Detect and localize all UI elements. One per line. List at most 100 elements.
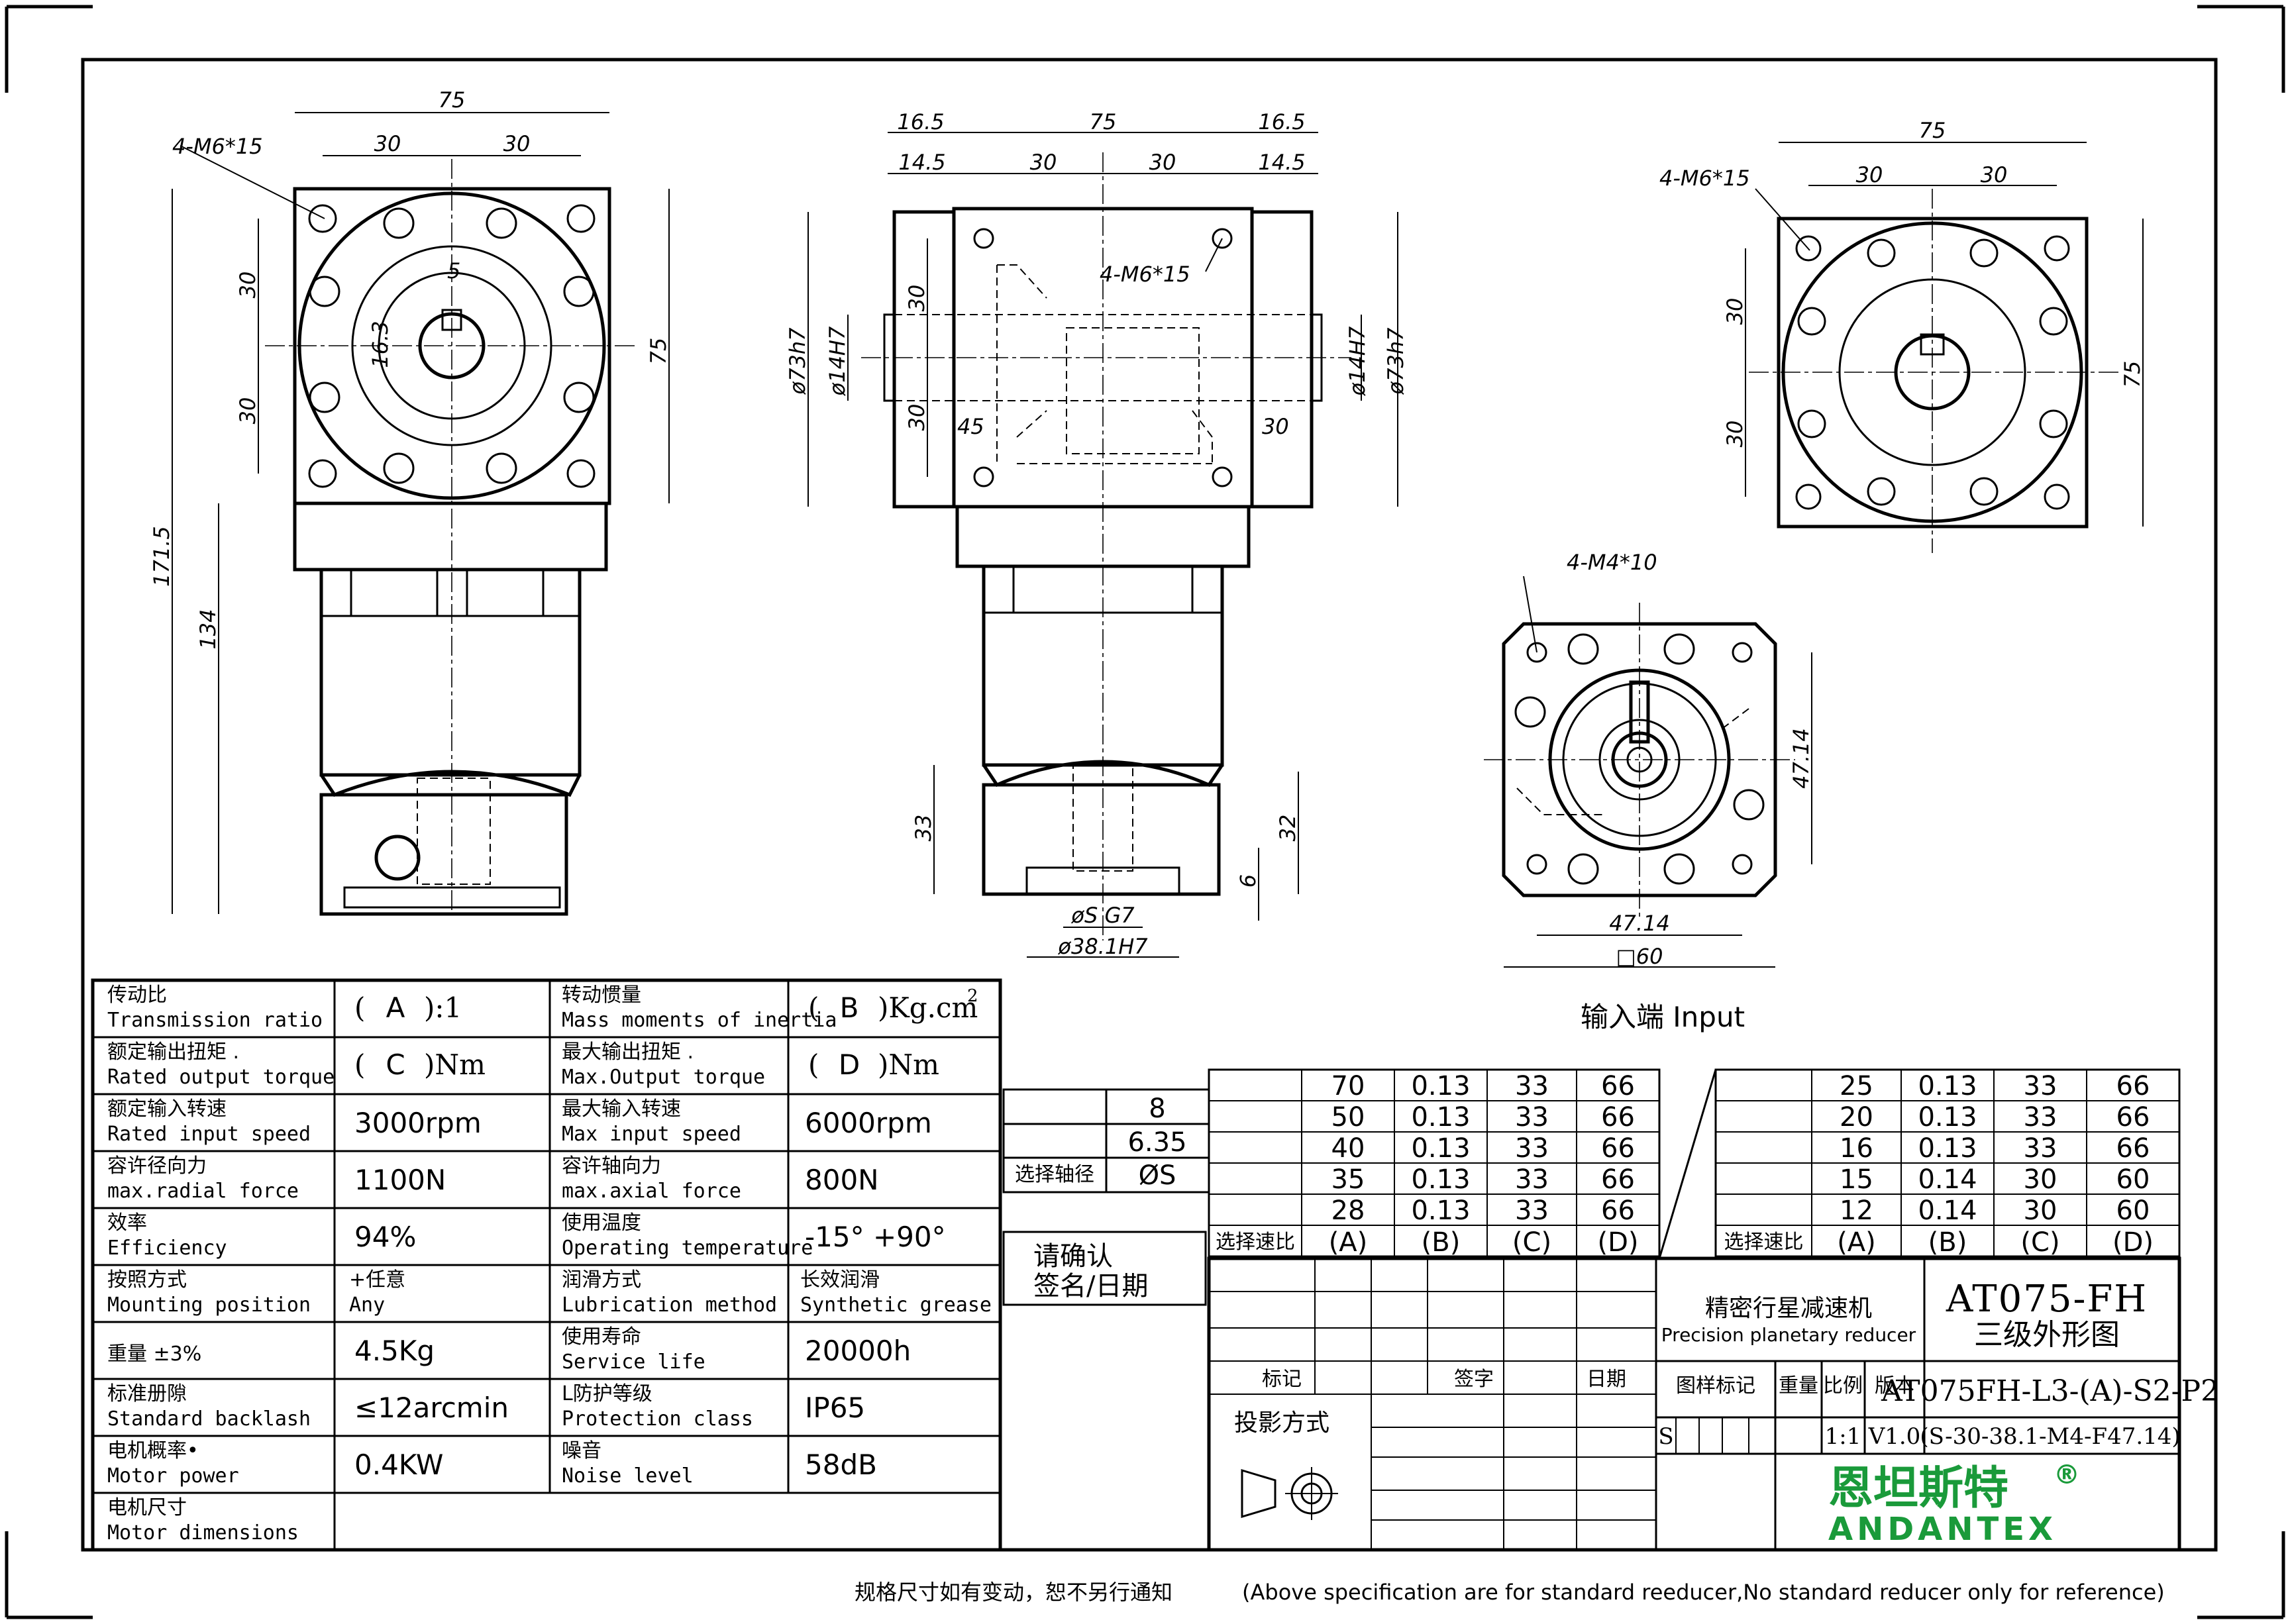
ratio-left-label: 选择速比 xyxy=(1216,1231,1295,1254)
left-dim-v-lower: 30 xyxy=(235,397,260,425)
spec-row-0-right-val-code: B xyxy=(840,991,859,1024)
tb-col-label-4: 版本 xyxy=(1875,1374,1914,1397)
spec-row-0-right-val-sup: 2 xyxy=(967,986,978,1006)
ratio-right-cell-0-3: 66 xyxy=(2116,1071,2150,1101)
shaft-value-2: 6.35 xyxy=(1127,1127,1186,1158)
spec-row-5-left-cn: 按照方式 xyxy=(107,1268,187,1292)
ratio-right-cell-4-3: 60 xyxy=(2116,1195,2150,1226)
spec-row-3-left-val: 1100N xyxy=(354,1164,446,1196)
spec-row-8-right-en: Noise level xyxy=(562,1464,694,1488)
mid-dim-half-l: 30 xyxy=(1030,150,1057,175)
ratio-left-cell-2-1: 0.13 xyxy=(1411,1133,1470,1164)
spec-row-0-left-val-post: ):1 xyxy=(424,991,462,1024)
spec-row-4-right-cn: 使用温度 xyxy=(562,1211,641,1235)
input-dim-h: 47.14 xyxy=(1609,911,1670,936)
shaft-value-3: ØS xyxy=(1139,1160,1176,1191)
spec-row-0-left-en: Transmission ratio xyxy=(107,1009,323,1032)
spec-row-2-right-cn: 最大输入转速 xyxy=(562,1097,681,1121)
mid-dim-l-inner: 14.5 xyxy=(898,150,945,175)
tb-col-label-2: 重量 xyxy=(1779,1374,1818,1397)
spec-row-3-left-cn: 容许径向力 xyxy=(107,1154,207,1178)
rt-dim-half-l: 30 xyxy=(1856,162,1883,187)
left-dim-shaft: 16.3 xyxy=(368,321,393,368)
spec-row-2-right-val: 6000rpm xyxy=(805,1107,932,1139)
spec-row-0-left-val-code: A xyxy=(386,991,405,1024)
spec-row-8-left-en: Motor power xyxy=(107,1464,239,1488)
spec-row-6-right-cn: 使用寿命 xyxy=(562,1325,641,1348)
spec-row-1-right-cn: 最大输出扭矩 . xyxy=(562,1040,694,1064)
spec-row-8-right-val: 58dB xyxy=(805,1448,877,1481)
spec-row-5-left-val-en: Any xyxy=(349,1294,385,1317)
left-view: 75 30 30 4-M6*15 75 30 30 5 16.3 171.5 1… xyxy=(149,87,671,916)
ratio-left-cell-0-1: 0.13 xyxy=(1411,1071,1470,1101)
spec-row-3-right-val: 800N xyxy=(805,1164,879,1196)
ratio-right-cell-2-3: 66 xyxy=(2116,1133,2150,1164)
ratio-left-cell-0-0: 70 xyxy=(1331,1071,1365,1101)
ratio-left-header-3: (D) xyxy=(1597,1227,1638,1258)
footer-note-en: (Above specification are for standard re… xyxy=(1242,1580,2165,1605)
confirm-line1: 请确认 xyxy=(1033,1241,1113,1272)
spec-row-1-right-val-pre: ( xyxy=(808,1048,819,1081)
spec-row-4-right-en: Operating temperature xyxy=(562,1237,813,1260)
input-view: 4-M4*10 47.14 47.14 □60 输入端 Input xyxy=(1484,550,1814,1033)
mid-dim-v-upper: 30 xyxy=(904,285,929,312)
ratio-left-cell-2-3: 66 xyxy=(1601,1133,1635,1164)
shaft-select-table: 8 6.35 ØS 选择轴径 xyxy=(1002,1088,1210,1193)
mid-dim-v-lower: 30 xyxy=(904,404,929,431)
spec-row-8-right-cn: 噪音 xyxy=(562,1439,601,1462)
ratio-right-cell-1-0: 20 xyxy=(1840,1102,1873,1133)
rt-dim-v-lower: 30 xyxy=(1722,421,1747,448)
ratio-left-cell-1-1: 0.13 xyxy=(1411,1102,1470,1133)
ratio-right-cell-1-3: 66 xyxy=(2116,1102,2150,1133)
spec-row-0-left-val-pre: ( xyxy=(354,991,365,1024)
tb-product-cn: 精密行星减速机 xyxy=(1705,1295,1872,1322)
tb-projection-label: 投影方式 xyxy=(1234,1409,1329,1437)
ratio-left-cell-1-2: 33 xyxy=(1515,1102,1549,1133)
left-dim-half-l: 30 xyxy=(374,131,401,156)
spec-row-5-right-val-en: Synthetic grease xyxy=(800,1294,992,1317)
spec-row-3-left-en: max.radial force xyxy=(107,1180,299,1203)
spec-row-3-right-en: max.axial force xyxy=(562,1180,741,1203)
spec-row-0-right-val-pre: ( xyxy=(808,991,819,1024)
spec-row-7-right-cn: L防护等级 xyxy=(562,1382,652,1405)
tb-part-no: AT075FH-L3-(A)-S2-P2 xyxy=(1881,1374,2219,1408)
footer-note-cn: 规格尺寸如有变动，恕不另行通知 xyxy=(855,1580,1172,1605)
ratio-right-cell-0-1: 0.13 xyxy=(1918,1071,1977,1101)
ratio-right-cell-4-1: 0.14 xyxy=(1918,1195,1977,1226)
ratio-left-cell-4-3: 66 xyxy=(1601,1195,1635,1226)
ratio-left-cell-2-0: 40 xyxy=(1331,1133,1365,1164)
right-top-view: 75 30 30 4-M6*15 30 30 75 xyxy=(1659,118,2145,553)
spec-row-2-left-en: Rated input speed xyxy=(107,1123,311,1146)
spec-row-1-right-val-post: )Nm xyxy=(878,1048,939,1081)
mid-dim-33: 33 xyxy=(911,815,936,842)
tb-version: V1.0 xyxy=(1868,1423,1921,1450)
ratio-right-header-2: (C) xyxy=(2020,1227,2059,1258)
spec-row-4-left-val: 94% xyxy=(354,1221,416,1253)
ratio-right-cell-2-1: 0.13 xyxy=(1918,1133,1977,1164)
ratio-right-header-0: (A) xyxy=(1837,1227,1876,1258)
left-dim-right: 75 xyxy=(646,338,671,365)
ratio-right-cell-1-2: 33 xyxy=(2024,1102,2057,1133)
ratio-right-cell-1-1: 0.13 xyxy=(1918,1102,1977,1133)
spec-row-7-right-en: Protection class xyxy=(562,1407,753,1431)
rt-dim-v-upper: 30 xyxy=(1722,298,1747,325)
spec-row-9-left-en: Motor dimensions xyxy=(107,1521,299,1545)
spec-row-7-right-val: IP65 xyxy=(805,1392,865,1424)
ratio-right-cell-4-0: 12 xyxy=(1840,1195,1873,1226)
ratio-left-cell-0-2: 33 xyxy=(1515,1071,1549,1101)
ratio-left-cell-3-2: 33 xyxy=(1515,1164,1549,1195)
mid-dim-r-outer: 16.5 xyxy=(1258,109,1305,134)
brand-name-en: ANDANTEX xyxy=(1828,1511,2057,1548)
spec-row-1-left-cn: 额定输出扭矩 . xyxy=(107,1040,239,1064)
ratio-left-cell-3-1: 0.13 xyxy=(1411,1164,1470,1195)
spec-row-8-left-val: 0.4KW xyxy=(354,1448,443,1481)
spec-row-6-left-cn: 重量 ±3% xyxy=(107,1343,201,1366)
mid-dim-shaft: øS G7 xyxy=(1070,903,1135,928)
ratio-left-cell-4-1: 0.13 xyxy=(1411,1195,1470,1226)
spec-row-0-right-cn: 转动惯量 xyxy=(562,984,641,1007)
mid-dim-r-inner: 14.5 xyxy=(1258,150,1305,175)
